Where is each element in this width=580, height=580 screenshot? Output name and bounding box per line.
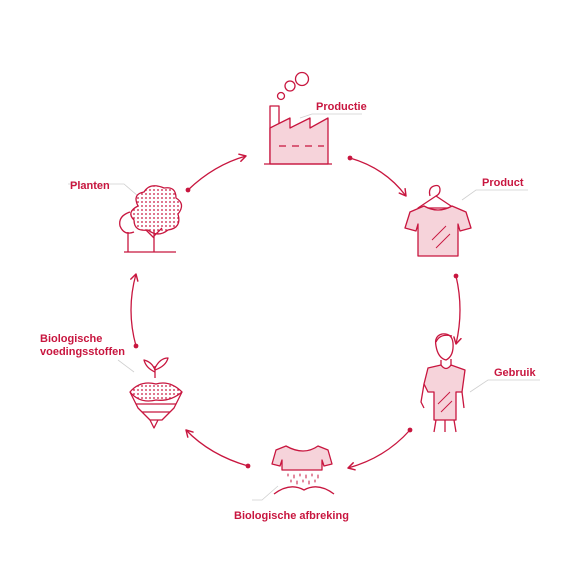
arrow-productie-to-product xyxy=(347,155,407,197)
label-connectors xyxy=(68,113,540,501)
soil-sprout-icon xyxy=(129,357,183,429)
stage-label-voedingsstoffen: Biologische voedingsstoffen xyxy=(40,333,150,359)
stage-label-gebruik: Gebruik xyxy=(494,367,536,379)
arrow-planten-to-productie xyxy=(185,153,247,193)
stage-label-planten: Planten xyxy=(70,180,110,192)
person-wearing-shirt-icon xyxy=(420,333,466,433)
arrow-product-to-gebruik xyxy=(453,273,462,345)
arrow-gebruik-to-afbreking xyxy=(347,427,413,471)
decomposing-shirt-icon xyxy=(271,445,335,495)
tree-icon xyxy=(119,185,183,253)
arrow-voedingsstoffen-to-planten xyxy=(130,273,139,349)
stage-label-productie: Productie xyxy=(316,101,367,113)
arrow-afbreking-to-voedingsstoffen xyxy=(185,429,251,469)
stage-label-product: Product xyxy=(482,177,524,189)
stage-label-voedingsstoffen-line2: voedingsstoffen xyxy=(40,346,125,358)
stage-label-afbreking: Biologische afbreking xyxy=(234,510,349,522)
cycle-arrows xyxy=(130,153,462,471)
tshirt-on-hanger-icon xyxy=(404,184,472,257)
stage-label-voedingsstoffen-line1: Biologische xyxy=(40,333,103,345)
factory-icon xyxy=(264,71,332,165)
